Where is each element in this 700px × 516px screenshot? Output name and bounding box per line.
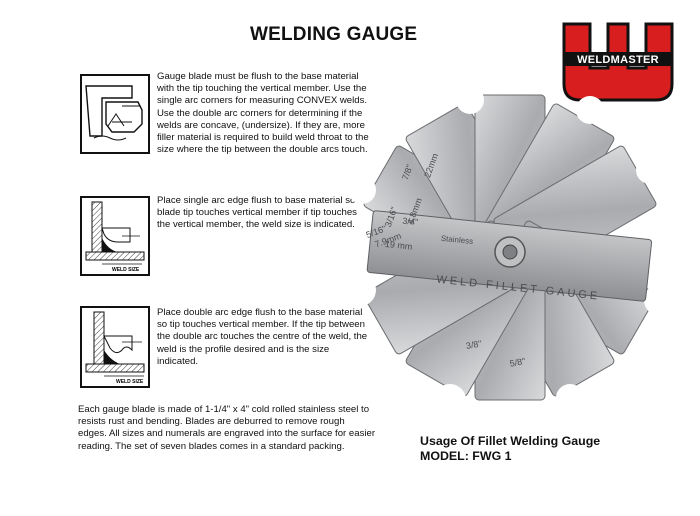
gauge-size-19mm: 19 mm (384, 239, 412, 252)
description-paragraph: Each gauge blade is made of 1-1/4" x 4" … (78, 404, 376, 452)
caption-model: MODEL: FWG 1 (420, 449, 512, 463)
double-arc-illustration: WELD SIZE (85, 311, 145, 385)
logo-text: WELDMASTER (577, 54, 659, 66)
instruction-paragraph-3: Place double arc edge flush to the base … (157, 307, 368, 367)
weldmaster-logo: WELDMASTER (562, 22, 674, 102)
gauge-position-illustration (85, 85, 143, 141)
gauge-size-3-8: 3/8" (465, 338, 482, 351)
instruction-paragraph-1: Gauge blade must be flush to the base ma… (157, 71, 369, 156)
gauge-blades-illustration: WELD FILLET GAUGE Stainless 19 mm 3/4" 3… (344, 86, 676, 416)
caption-title: Usage Of Fillet Welding Gauge (420, 434, 601, 448)
logo-graphic (562, 22, 674, 102)
gauge-size-3-4: 3/4" (402, 216, 419, 228)
diagram-double-arc: WELD SIZE (80, 306, 150, 388)
weld-size-label: WELD SIZE (112, 267, 140, 273)
caption: Usage Of Fillet Welding Gauge MODEL: FWG… (420, 434, 600, 464)
gauge-photo: WELD FILLET GAUGE Stainless 19 mm 3/4" 3… (344, 86, 676, 416)
gauge-size-5-8: 5/8" (509, 356, 526, 369)
weld-size-label-2: WELD SIZE (116, 379, 144, 385)
page-title: WELDING GAUGE (250, 24, 418, 45)
diagram-gauge-position (80, 74, 150, 154)
diagram-single-arc: WELD SIZE (80, 196, 150, 276)
gauge-engraving-material: Stainless (440, 234, 473, 246)
instruction-paragraph-2: Place single arc edge flush to base mate… (157, 195, 357, 231)
single-arc-illustration: WELD SIZE (85, 201, 145, 273)
